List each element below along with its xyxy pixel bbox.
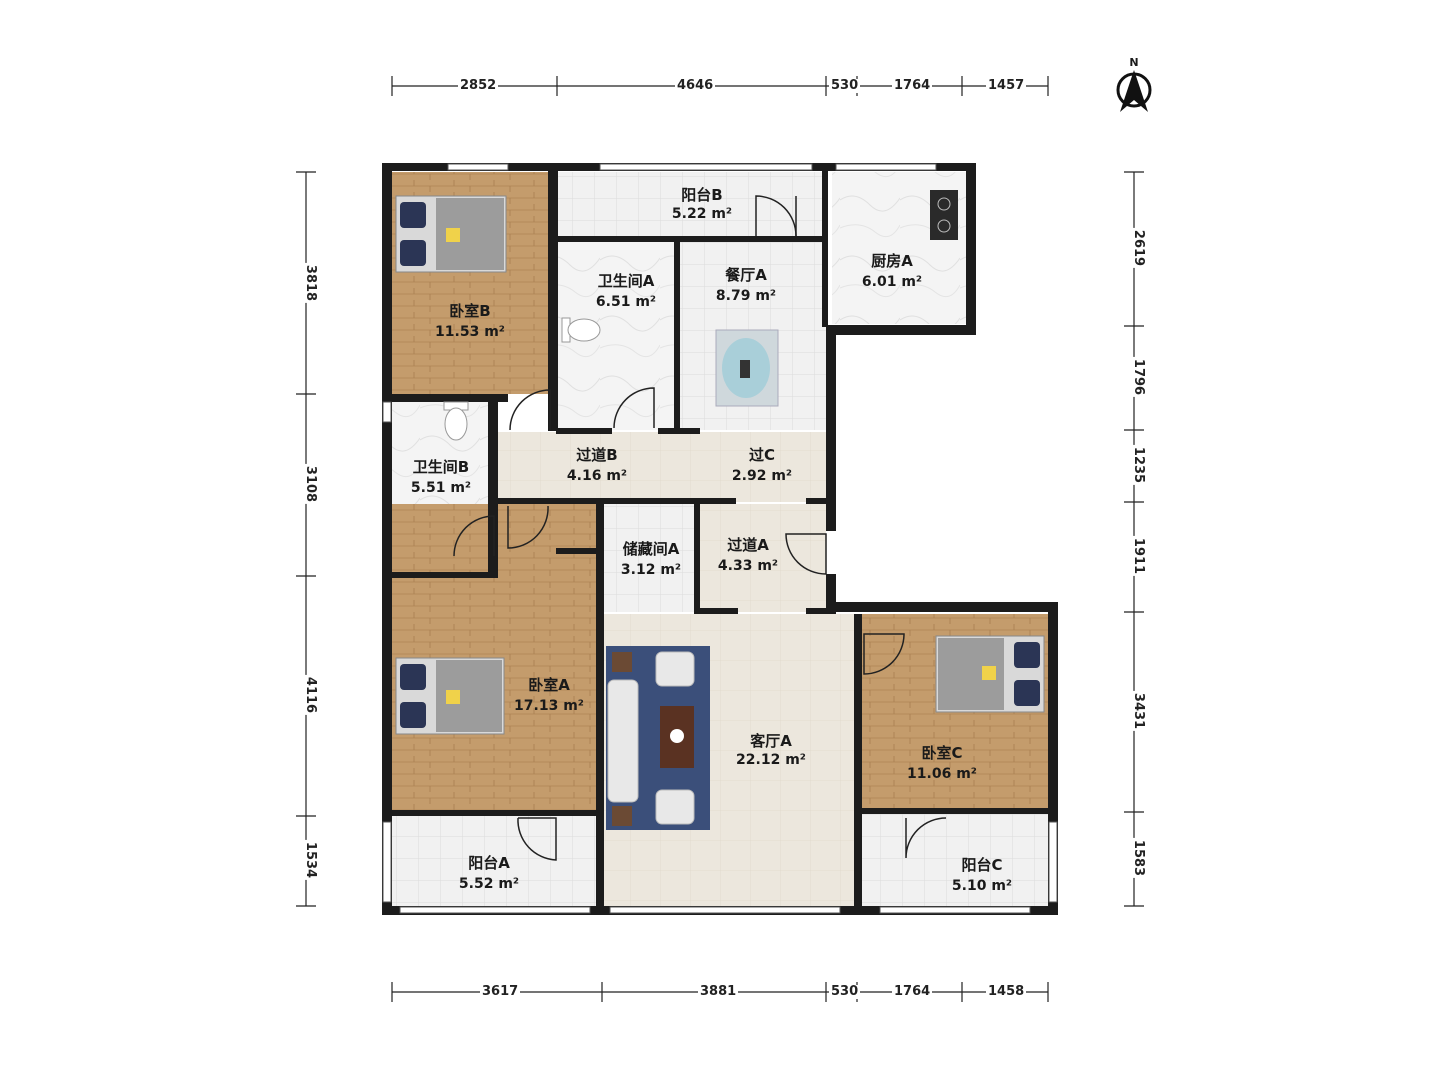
stove-icon [930, 190, 958, 240]
dim-bottom-1: 3617 [480, 984, 521, 999]
dim-right-3: 1235 [1131, 444, 1147, 486]
room-area-balcony-a: 5.52 m² [458, 876, 520, 892]
north-arrow-icon [1116, 70, 1152, 112]
room-area-dining-a: 8.79 m² [715, 288, 777, 304]
room-name-bedroom-c: 卧室C [921, 744, 963, 762]
hall-bc-floor [496, 432, 826, 502]
dim-top-3: 530 [829, 78, 861, 93]
room-area-storage-a: 3.12 m² [620, 562, 682, 578]
dim-top-5: 1457 [986, 78, 1027, 93]
room-area-bath-a: 6.51 m² [595, 294, 657, 310]
room-area-kitchen-a: 6.01 m² [861, 274, 923, 290]
room-name-balcony-c: 阳台C [961, 856, 1003, 874]
dim-right-6: 1583 [1131, 837, 1147, 879]
room-name-dining-a: 餐厅A [725, 266, 767, 284]
room-area-living-a: 22.12 m² [736, 752, 806, 768]
room-area-balcony-c: 5.10 m² [951, 878, 1013, 894]
dim-right-5: 3431 [1131, 690, 1147, 732]
room-name-hall-c: 过C [748, 446, 776, 464]
dim-bottom-3: 530 [829, 984, 861, 999]
room-area-bedroom-b: 11.53 m² [435, 324, 505, 340]
bed-a-icon [395, 657, 505, 735]
room-area-hall-a: 4.33 m² [717, 558, 779, 574]
dining-table-icon [715, 329, 779, 407]
dim-bottom-4: 1764 [892, 984, 933, 999]
room-name-hall-b: 过道B [576, 446, 618, 464]
room-name-balcony-a: 阳台A [468, 854, 510, 872]
dim-top-1: 2852 [458, 78, 499, 93]
room-name-bath-b: 卫生间B [412, 458, 470, 476]
room-area-bath-b: 5.51 m² [410, 480, 472, 496]
compass-label: N [1129, 56, 1139, 69]
dim-right-1: 2619 [1131, 227, 1147, 269]
room-area-hall-b: 4.16 m² [566, 468, 628, 484]
room-name-balcony-b: 阳台B [681, 186, 723, 204]
room-name-bedroom-a: 卧室A [528, 676, 570, 694]
dim-top-2: 4646 [675, 78, 716, 93]
room-name-living-a: 客厅A [750, 732, 792, 750]
sofa-set-icon [606, 646, 710, 830]
room-name-hall-a: 过道A [727, 536, 769, 554]
dim-top-4: 1764 [892, 78, 933, 93]
balcony-c-floor [860, 812, 1048, 906]
room-area-bedroom-c: 11.06 m² [907, 766, 977, 782]
room-name-bedroom-b: 卧室B [449, 302, 491, 320]
room-area-bedroom-a: 17.13 m² [514, 698, 584, 714]
bed-b-icon [395, 195, 507, 273]
room-name-kitchen-a: 厨房A [871, 252, 913, 270]
dim-left-4: 1534 [303, 839, 319, 881]
dim-left-1: 3818 [303, 262, 319, 304]
room-area-balcony-b: 5.22 m² [671, 206, 733, 222]
room-name-storage-a: 储藏间A [622, 540, 680, 558]
storage-a-floor [602, 504, 696, 612]
balcony-a-floor [392, 816, 600, 906]
dim-left-2: 3108 [303, 463, 319, 505]
dim-bottom-2: 3881 [698, 984, 739, 999]
room-name-bath-a: 卫生间A [597, 272, 655, 290]
dim-bottom-5: 1458 [986, 984, 1027, 999]
balcony-b-floor [556, 172, 828, 238]
dim-right-2: 1796 [1131, 356, 1147, 398]
dim-right-4: 1911 [1131, 535, 1147, 577]
room-area-hall-c: 2.92 m² [731, 468, 793, 484]
bed-c-icon [935, 635, 1045, 713]
hall-a-floor [698, 504, 826, 612]
dim-left-3: 4116 [303, 674, 319, 716]
windows [382, 163, 1058, 914]
toilet-a-icon [561, 317, 601, 343]
doors [453, 195, 947, 861]
toilet-b-icon [443, 401, 469, 441]
